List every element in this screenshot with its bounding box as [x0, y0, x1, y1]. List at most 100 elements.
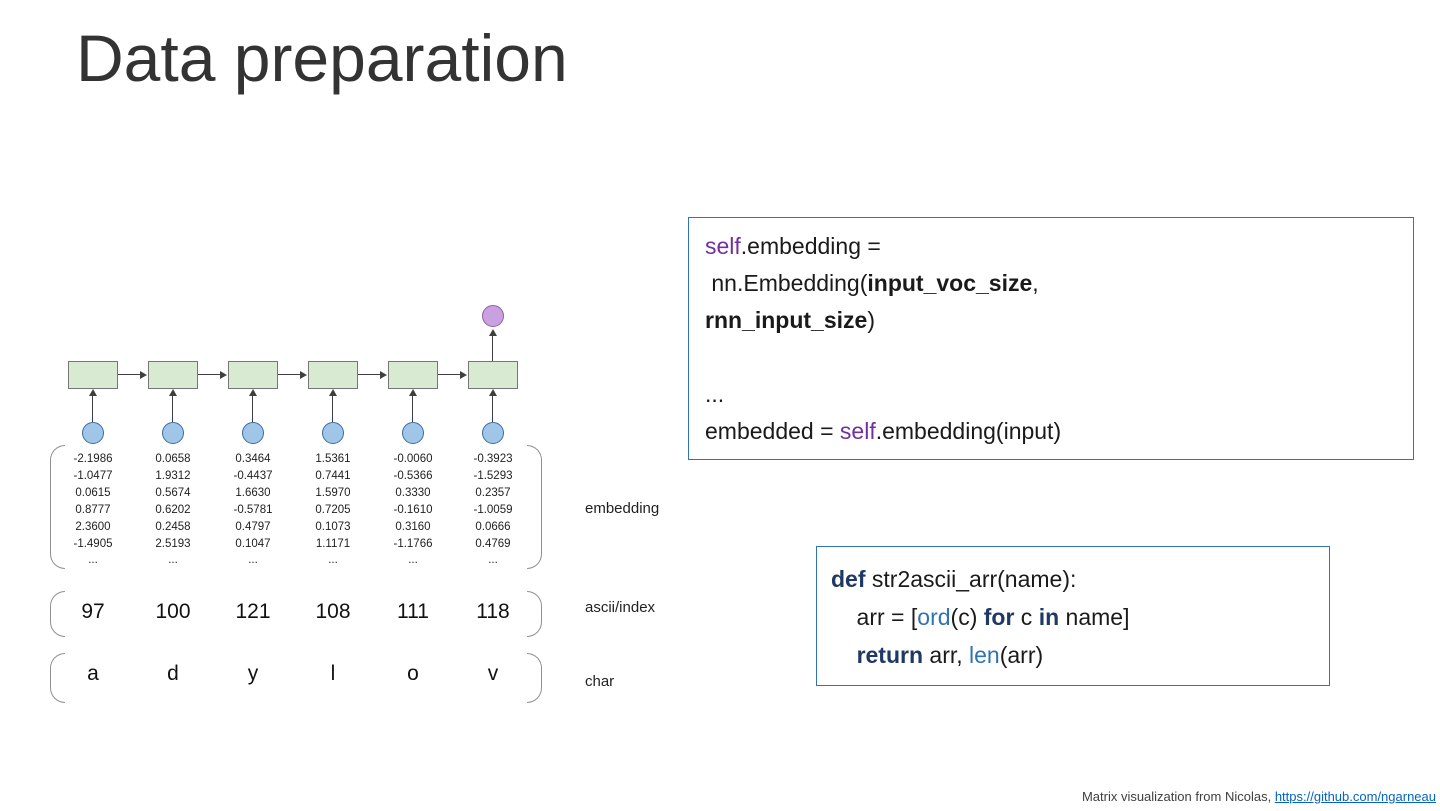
code-token: nn.Embedding(	[705, 270, 868, 296]
code-token: (c)	[950, 604, 984, 630]
input-arrow-head	[169, 389, 177, 396]
embedding-value: 1.5361	[315, 453, 351, 465]
embedding-value: 2.5193	[155, 537, 191, 550]
embedding-value: -1.0477	[73, 469, 113, 482]
embedding-code: self.embedding = nn.Embedding(input_voc_…	[705, 228, 1397, 450]
rnn-cell	[68, 361, 118, 389]
attribution: Matrix visualization from Nicolas, https…	[1082, 789, 1436, 804]
input-arrow-head	[249, 389, 257, 396]
hidden-state-arrow	[438, 374, 460, 375]
page-title: Data preparation	[76, 21, 568, 95]
hidden-state-arrow-head	[300, 371, 307, 379]
code-line: nn.Embedding(input_voc_size,	[705, 265, 1397, 302]
char-value: a	[87, 662, 99, 685]
code-token: c	[1014, 604, 1039, 630]
code-token: input_voc_size	[867, 270, 1033, 296]
embedding-value: -1.5293	[473, 469, 513, 482]
input-arrow	[492, 396, 493, 422]
code-token: in	[1038, 604, 1060, 630]
str2ascii-code: def str2ascii_arr(name): arr = [ord(c) f…	[831, 560, 1315, 674]
input-arrow-head	[89, 389, 97, 396]
input-node	[242, 422, 264, 444]
embedding-code-box: self.embedding = nn.Embedding(input_voc_…	[688, 217, 1414, 460]
rnn-cell	[148, 361, 198, 389]
rnn-units	[48, 295, 748, 715]
embedding-value: 0.1073	[315, 520, 351, 533]
input-node	[482, 422, 504, 444]
code-token: arr = [	[831, 604, 918, 630]
code-token: ,	[1032, 270, 1039, 296]
embedding-value: -0.3923	[473, 453, 513, 465]
ascii-value: 108	[315, 600, 351, 623]
github-link[interactable]: https://github.com/ngarneau	[1274, 789, 1436, 804]
rnn-cell	[308, 361, 358, 389]
char-value: d	[167, 662, 179, 685]
embedding-value: -0.5366	[393, 469, 433, 482]
embedding-value: -2.1986	[73, 453, 113, 465]
char-row-bracket	[50, 653, 542, 703]
char-label: char	[585, 673, 615, 690]
embedding-value: ...	[168, 554, 178, 567]
embedding-value: 1.5970	[315, 486, 351, 499]
code-line: embedded = self.embedding(input)	[705, 413, 1397, 450]
code-token: self	[839, 418, 876, 444]
code-line: return arr, len(arr)	[831, 636, 1315, 674]
char-value: v	[487, 662, 499, 685]
code-line: def str2ascii_arr(name):	[831, 560, 1315, 598]
hidden-state-arrow	[198, 374, 220, 375]
code-line	[705, 339, 1397, 376]
input-arrow-head	[409, 389, 417, 396]
code-token: len	[969, 642, 1000, 668]
embedding-value: -1.4905	[73, 537, 113, 550]
code-token: name]	[1059, 604, 1130, 630]
embedding-value: ...	[328, 554, 338, 567]
input-arrow	[92, 396, 93, 422]
embedding-value: 0.6202	[155, 503, 191, 516]
embedding-value: 0.7205	[315, 503, 351, 516]
ascii-value: 118	[476, 600, 510, 623]
rnn-cell	[228, 361, 278, 389]
hidden-state-arrow	[358, 374, 380, 375]
input-arrow	[252, 396, 253, 422]
output-node	[482, 305, 504, 327]
code-line: self.embedding =	[705, 228, 1397, 265]
code-token: ord	[917, 604, 951, 630]
char-value: l	[330, 662, 336, 685]
embedding-value: -0.0060	[393, 453, 433, 465]
embedding-value: 0.4769	[475, 537, 511, 550]
code-token: return	[856, 642, 924, 668]
embedding-value: ...	[488, 554, 498, 567]
embedding-value: -0.4437	[233, 469, 273, 482]
hidden-state-arrow-head	[140, 371, 147, 379]
input-arrow	[332, 396, 333, 422]
code-token: )	[867, 307, 875, 333]
ascii-row-bracket	[50, 591, 542, 637]
output-arrow-head	[489, 329, 497, 336]
hidden-state-arrow-head	[460, 371, 467, 379]
ascii-value: 100	[155, 600, 191, 623]
embedding-value: 0.0615	[75, 486, 111, 499]
ascii-value: 97	[81, 600, 105, 623]
char-value: o	[407, 662, 419, 685]
embedding-value: 0.2458	[155, 520, 191, 533]
input-node	[402, 422, 424, 444]
code-token: self	[705, 233, 741, 259]
embedding-value: 1.9312	[155, 469, 191, 482]
embedding-value: 0.7441	[315, 469, 351, 482]
ascii-index-label: ascii/index	[585, 599, 656, 616]
hidden-state-arrow	[118, 374, 140, 375]
embedding-value: 0.0658	[155, 453, 191, 465]
embedding-value: ...	[248, 554, 258, 567]
embedding-value: -0.5781	[233, 503, 273, 516]
rnn-cell	[388, 361, 438, 389]
embedding-value: 1.6630	[235, 486, 271, 499]
embedding-label: embedding	[585, 500, 660, 517]
embedding-value: 0.8777	[75, 503, 111, 516]
char-value: y	[247, 662, 259, 685]
